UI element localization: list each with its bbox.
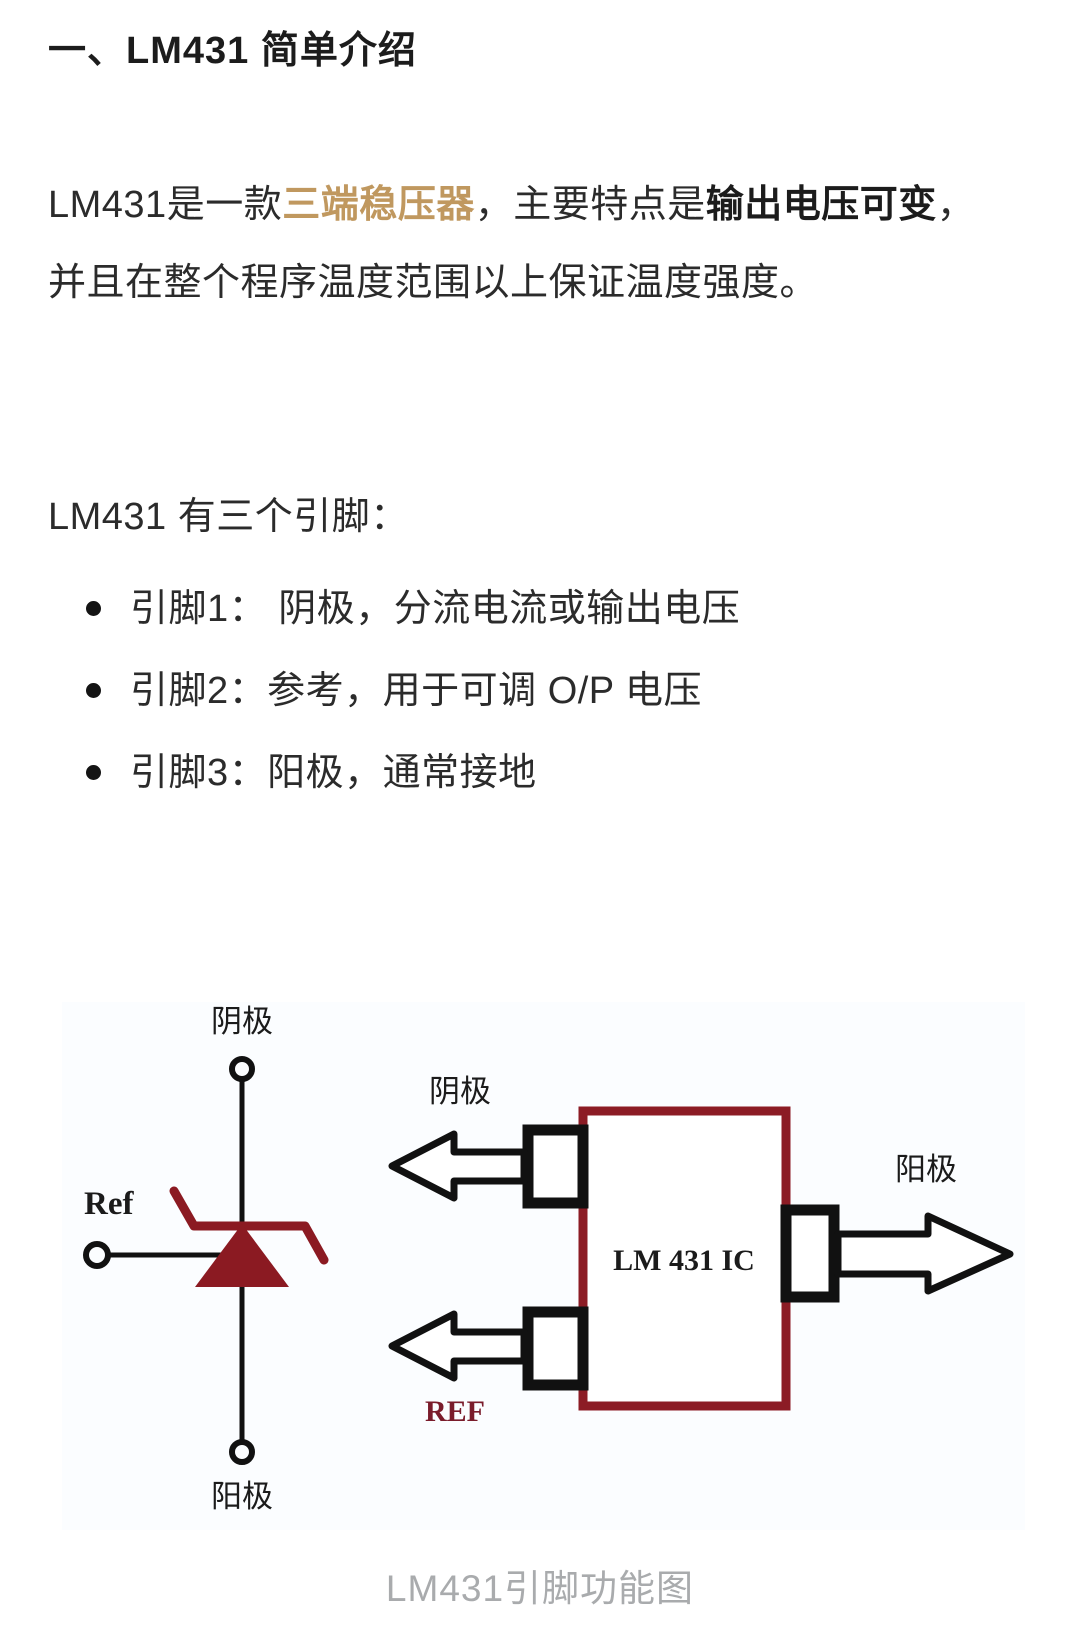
cathode-terminal-node (229, 1056, 255, 1082)
bullet-icon (86, 683, 101, 698)
diagram-svg: 阴极 Ref 阳极 (62, 1002, 1025, 1530)
ic-chip-label: LM 431 IC (613, 1244, 755, 1277)
block-anode-label: 阳极 (895, 1152, 957, 1187)
block-ref-label: REF (425, 1395, 485, 1428)
intro-tail: ，并且在整个程序温度范围以上保证温度强度。 (48, 184, 976, 304)
arrow-anode-right-icon (834, 1212, 1014, 1295)
pin-pad-cathode (522, 1124, 589, 1209)
list-item-label: 引脚2：参考，用于可调 O/P 电压 (130, 670, 703, 712)
symbol-ref-label: Ref (84, 1186, 134, 1222)
list-item-label: 引脚3：阳极，通常接地 (130, 752, 537, 794)
symbol-anode-label: 阳极 (211, 1479, 273, 1514)
schematic-symbol: 阴极 Ref 阳极 (83, 1004, 329, 1514)
list-item-label: 引脚1： 阴极，分流电流或输出电压 (130, 588, 741, 630)
pin-pad-anode (780, 1204, 840, 1303)
pin-pad-ref (522, 1306, 589, 1391)
arrow-cathode-left-icon (388, 1130, 528, 1202)
intro-middle: ，主要特点是 (474, 184, 706, 226)
list-item: 引脚3：阳极，通常接地 (48, 734, 1008, 812)
bullet-icon (86, 765, 101, 780)
intro-lead: LM431是一款 (48, 184, 283, 226)
lm431-pin-diagram: 阴极 Ref 阳极 (62, 1002, 1025, 1530)
intro-bold-term: 输出电压可变 (705, 184, 937, 226)
pin-list: 引脚1： 阴极，分流电流或输出电压 引脚2：参考，用于可调 O/P 电压 引脚3… (48, 570, 1008, 816)
zener-triangle (195, 1224, 289, 1287)
symbol-cathode-label: 阴极 (211, 1004, 273, 1039)
page-title: 一、LM431 简单介绍 (48, 30, 417, 73)
pins-heading: LM431 有三个引脚： (48, 496, 409, 538)
list-item: 引脚1： 阴极，分流电流或输出电压 (48, 570, 1008, 648)
figure-caption: LM431引脚功能图 (385, 1568, 695, 1609)
block-cathode-label: 阴极 (429, 1074, 491, 1109)
intro-paragraph: LM431是一款三端稳压器，主要特点是输出电压可变，并且在整个程序温度范围以上保… (48, 166, 988, 322)
bullet-icon (86, 601, 101, 616)
list-item: 引脚2：参考，用于可调 O/P 电压 (48, 652, 1008, 730)
arrow-ref-left-icon (388, 1310, 528, 1382)
zener-bar (169, 1186, 329, 1265)
ic-block-diagram: LM 431 IC 阴极 REF 阳极 (388, 1074, 1014, 1428)
intro-accent-term: 三端稳压器 (282, 184, 475, 226)
anode-terminal-node (229, 1439, 255, 1465)
